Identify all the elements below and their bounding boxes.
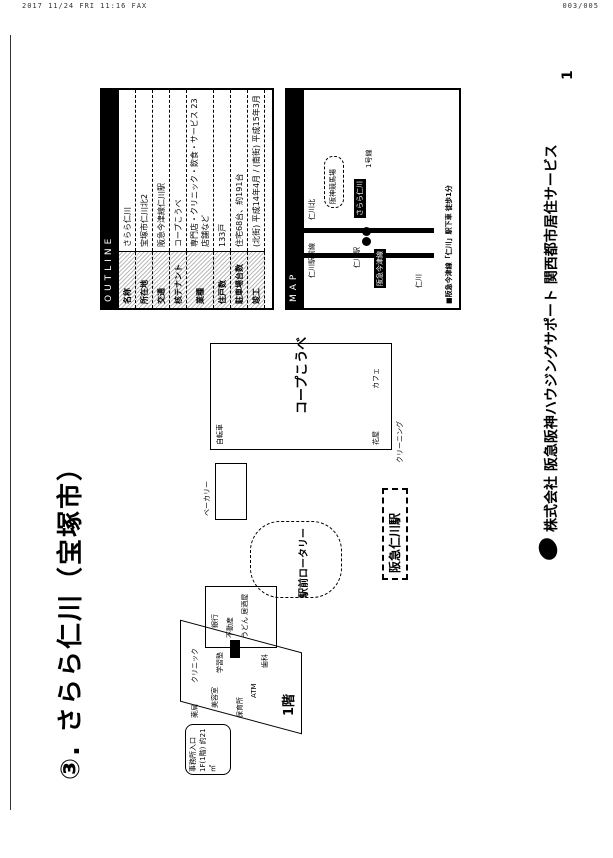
shop-label: 薬局 xyxy=(191,704,199,718)
shop-label: 不動産 xyxy=(226,617,234,638)
outline-table: 名称さらら仁川 所在地宝塚市仁川北2 交通阪急今津線仁川駅 核テナントコープこう… xyxy=(119,90,265,308)
outline-panel: OUTLINE 名称さらら仁川 所在地宝塚市仁川北2 交通阪急今津線仁川駅 核テ… xyxy=(100,88,274,310)
row-value: さらら仁川 xyxy=(119,90,136,252)
row-label: 竣工 xyxy=(247,251,265,308)
coop-building: コープこうべ 自転車 花屋 カフェ xyxy=(210,337,392,450)
racecourse-label: 阪神競馬場 xyxy=(329,169,337,204)
table-row: 交通阪急今津線仁川駅 xyxy=(152,90,170,308)
row-value: 住宅68台、約191台 xyxy=(230,90,248,252)
floor-plan: 1階 事務所入口 1F(1階) 約21㎡ 薬局 クリニック 美容室 学習塾 不動… xyxy=(150,438,410,778)
shop-label: 自転車 xyxy=(216,424,224,445)
route-label: 阪急今津線 xyxy=(374,249,386,288)
bakery-box xyxy=(215,463,247,520)
fax-header-right: 003/005 xyxy=(562,2,599,10)
station-dot xyxy=(362,237,371,246)
bakery-label: ベーカリー xyxy=(203,481,211,516)
page-title: ③. さらら仁川（宝塚市） xyxy=(56,453,86,780)
shop-label: クリニック xyxy=(191,648,199,683)
row-label: 住戸数 xyxy=(213,251,231,308)
page-number: 1 xyxy=(560,70,576,80)
map: 阪急今津線 さらら仁川 仁川駅 仁川北 仁川駅前線 阪神競馬場 1号線 仁川 ■… xyxy=(304,90,457,308)
shop-label: うどん 居酒屋 xyxy=(241,593,249,638)
map-legend: ■阪急今津線「仁川」駅下車 徒歩1分 xyxy=(445,185,453,304)
row-label: 駐車場台数 xyxy=(230,251,248,308)
row-label: 所在地 xyxy=(135,251,153,308)
map-heading: MAP xyxy=(287,90,304,308)
station-dot xyxy=(362,227,371,236)
company-name: 株式会社 阪急阪神ハウジングサポート 関西都市居住サービス xyxy=(544,144,560,532)
row-label: 交通 xyxy=(152,251,170,308)
station-label: 仁川駅 xyxy=(353,247,361,268)
fax-header-left: 2017 11/24 FRI 11:16 FAX xyxy=(22,2,148,10)
coop-label: コープこうべ xyxy=(295,336,310,414)
table-row: 業種専門店・クリニック・飲食・サービス 23店舗など xyxy=(186,90,214,308)
station-label: 阪急仁川駅 xyxy=(388,512,402,573)
shrine-label: 仁川 xyxy=(415,274,423,288)
shop-label: 歯科 xyxy=(261,654,269,668)
row-label: 名称 xyxy=(119,251,136,308)
road xyxy=(304,253,434,258)
shop-label: クリーニング xyxy=(396,421,404,463)
office-marker xyxy=(230,640,240,658)
company-logo-icon xyxy=(535,535,561,563)
divider xyxy=(10,35,11,810)
road-label: 仁川駅前線 xyxy=(308,243,316,278)
row-label: 業種 xyxy=(186,251,214,308)
table-row: 名称さらら仁川 xyxy=(119,90,136,308)
row-label: 核テナント xyxy=(169,251,187,308)
row-value: コープこうべ xyxy=(169,90,187,252)
table-row: 竣工(北街) 平成14年4月 / (南街) 平成15年3月 xyxy=(247,90,265,308)
sarara-label: さらら仁川 xyxy=(354,179,366,218)
shop-label: ATM xyxy=(250,683,258,698)
company-footer: 株式会社 阪急阪神ハウジングサポート 関西都市居住サービス xyxy=(535,144,565,563)
outline-heading: OUTLINE xyxy=(102,90,119,308)
shop-label: 学習塾 xyxy=(216,652,224,673)
row-value: 阪急今津線仁川駅 xyxy=(152,90,170,252)
row-value: 専門店・クリニック・飲食・サービス 23店舗など xyxy=(186,90,214,252)
shop-label: 銀行 xyxy=(211,614,219,628)
shop-label: 美容室 xyxy=(211,687,219,708)
floor-label: 1階 xyxy=(282,693,297,716)
shop-label: 花屋 xyxy=(372,431,380,445)
road-label: 仁川北 xyxy=(308,199,316,220)
shop-label: 保育所 xyxy=(236,697,244,718)
callout: 事務所入口 1F(1階) 約21㎡ xyxy=(185,724,231,775)
map-panel: MAP 阪急今津線 さらら仁川 仁川駅 仁川北 仁川駅前線 阪神競馬場 1号線 … xyxy=(285,88,461,310)
row-value: (北街) 平成14年4月 / (南街) 平成15年3月 xyxy=(247,90,265,252)
rotary-label: 駅前ロータリー xyxy=(299,528,310,598)
table-row: 駐車場台数住宅68台、約191台 xyxy=(230,90,248,308)
row-value: 宝塚市仁川北2 xyxy=(135,90,153,252)
table-row: 所在地宝塚市仁川北2 xyxy=(135,90,153,308)
table-row: 核テナントコープこうべ xyxy=(169,90,187,308)
shop-label: カフェ xyxy=(372,368,380,389)
row-value: 133戸 xyxy=(213,90,231,252)
route-number-label: 1号線 xyxy=(365,149,373,168)
